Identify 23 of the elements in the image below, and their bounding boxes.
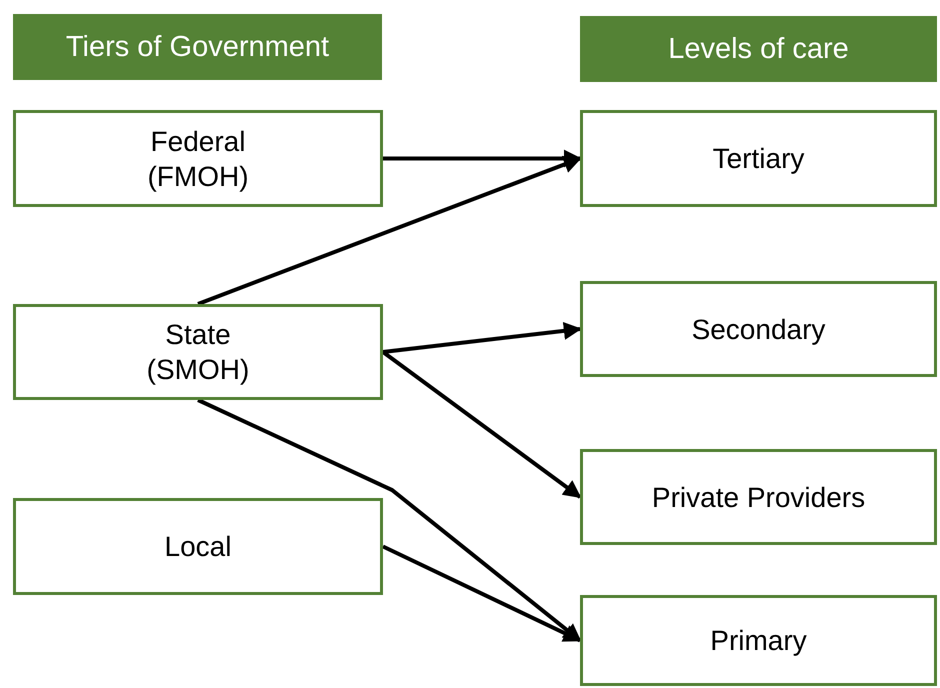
box-label: Private Providers	[652, 480, 866, 514]
process-box	[13, 304, 383, 400]
arrow	[383, 150, 582, 168]
arrow	[197, 156, 582, 306]
header-banner	[580, 16, 937, 82]
process-box	[580, 595, 937, 686]
process-box	[13, 110, 383, 207]
arrow	[382, 544, 582, 642]
header-text: Levels of care	[668, 32, 849, 66]
process-box	[580, 281, 937, 377]
process-box	[580, 110, 937, 207]
process-box	[13, 498, 383, 595]
arrow	[382, 350, 582, 499]
box-label: State (SMOH)	[146, 318, 250, 387]
box-label: Primary	[710, 624, 807, 658]
header-banner	[13, 14, 382, 80]
header-text: Tiers of Government	[66, 30, 330, 64]
box-label: Secondary	[692, 312, 826, 346]
box-label: Tertiary	[712, 142, 804, 176]
box-label: Local	[164, 530, 232, 564]
process-box	[580, 449, 937, 545]
arrow	[382, 322, 582, 354]
box-label: Federal (FMOH)	[146, 124, 250, 194]
